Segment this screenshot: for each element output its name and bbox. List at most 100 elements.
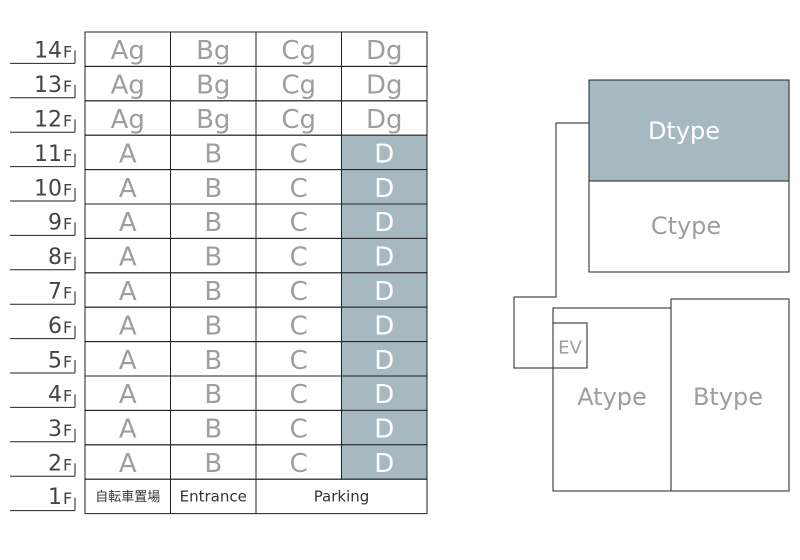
floor-label-5: 5 — [48, 348, 62, 373]
plan-btype-outline — [670, 298, 790, 492]
plan-dtype-label: Dtype — [648, 117, 720, 145]
unit-label-2-0: A — [119, 449, 137, 479]
floor-suffix: F — [63, 387, 72, 406]
floor-label-11: 11 — [34, 142, 62, 167]
unit-label-9-0: A — [119, 208, 137, 238]
floor-label-14: 14 — [34, 39, 62, 64]
floor-suffix: F — [63, 43, 72, 62]
floor-label-12: 12 — [34, 108, 62, 133]
unit-label-8-1: B — [204, 243, 222, 273]
unit-label-3-1: B — [204, 415, 222, 445]
unit-label-14-1: Bg — [196, 36, 230, 66]
floor-suffix: F — [63, 146, 72, 165]
floor-label-2: 2 — [48, 452, 62, 477]
unit-label-13-3: Dg — [366, 71, 403, 101]
unit-label-2-3: D — [374, 449, 394, 479]
floor-label-1: 1 — [48, 485, 62, 510]
floor-plan: Dtype Ctype Atype Btype EV — [513, 79, 790, 492]
floor-label-7: 7 — [48, 280, 62, 305]
unit-cell-highlight — [341, 204, 427, 239]
plan-ev-label: EV — [558, 338, 582, 359]
plan-ctype-label: Ctype — [651, 212, 721, 240]
unit-label-10-0: A — [119, 174, 137, 204]
unit-label-7-2: C — [290, 277, 308, 307]
floor-suffix: F — [63, 215, 72, 234]
unit-label-2-2: C — [290, 449, 308, 479]
plan-corridor-outline — [513, 122, 589, 369]
unit-cell-highlight — [341, 307, 427, 342]
floor-suffix: F — [63, 352, 72, 371]
unit-label-4-1: B — [204, 380, 222, 410]
ground-cell-parking — [255, 478, 428, 515]
unit-label-3-0: A — [119, 415, 137, 445]
unit-label-3-2: C — [290, 415, 308, 445]
unit-label-9-1: B — [204, 208, 222, 238]
unit-label-10-3: D — [374, 174, 394, 204]
parking-label: Parking — [314, 487, 370, 505]
unit-label-11-2: C — [290, 139, 308, 169]
unit-cell-highlight — [341, 238, 427, 273]
unit-label-7-1: B — [204, 277, 222, 307]
floor-label-9: 9 — [48, 211, 62, 236]
floor-suffix: F — [63, 421, 72, 440]
unit-label-12-3: Dg — [366, 105, 403, 135]
floor-suffix: F — [63, 77, 72, 96]
unit-cell-highlight — [341, 410, 427, 445]
unit-label-4-2: C — [290, 380, 308, 410]
unit-cell-highlight — [341, 135, 427, 170]
unit-label-6-1: B — [204, 311, 222, 341]
entrance-label: Entrance — [180, 487, 247, 505]
bicycle-parking-label: 自転車置場 — [95, 490, 160, 505]
floor-label-8: 8 — [48, 245, 62, 270]
unit-label-14-3: Dg — [366, 36, 403, 66]
unit-label-3-3: D — [374, 415, 394, 445]
plan-dtype-fill — [589, 80, 789, 181]
unit-label-12-1: Bg — [196, 105, 230, 135]
unit-label-13-0: Ag — [111, 71, 145, 101]
unit-label-14-0: Ag — [111, 36, 145, 66]
unit-label-5-3: D — [374, 346, 394, 376]
floor-suffix: F — [63, 180, 72, 199]
floor-label-3: 3 — [48, 417, 62, 442]
unit-label-6-0: A — [119, 311, 137, 341]
floor-suffix: F — [63, 112, 72, 131]
unit-label-4-3: D — [374, 380, 394, 410]
unit-cell-highlight — [341, 169, 427, 204]
unit-label-4-0: A — [119, 380, 137, 410]
unit-label-14-2: Cg — [281, 36, 316, 66]
unit-label-6-3: D — [374, 311, 394, 341]
floor-label-10: 10 — [34, 176, 62, 201]
floor-suffix: F — [63, 318, 72, 337]
floor-label-4: 4 — [48, 383, 62, 408]
unit-label-7-3: D — [374, 277, 394, 307]
unit-label-11-0: A — [119, 139, 137, 169]
unit-label-9-2: C — [290, 208, 308, 238]
unit-label-8-3: D — [374, 243, 394, 273]
unit-label-5-0: A — [119, 346, 137, 376]
unit-label-5-1: B — [204, 346, 222, 376]
floor-suffix: F — [63, 284, 72, 303]
unit-cell-highlight — [341, 341, 427, 376]
unit-label-12-0: Ag — [111, 105, 145, 135]
plan-ctype-outline — [588, 180, 790, 273]
unit-label-7-0: A — [119, 277, 137, 307]
unit-label-8-0: A — [119, 243, 137, 273]
unit-label-11-3: D — [374, 139, 394, 169]
unit-label-9-3: D — [374, 208, 394, 238]
unit-cell-highlight — [341, 444, 427, 480]
unit-cell-highlight — [341, 272, 427, 308]
plan-atype-label: Atype — [577, 383, 647, 411]
unit-label-10-2: C — [290, 174, 308, 204]
floor-suffix: F — [63, 249, 72, 268]
floor-label-6: 6 — [48, 314, 62, 339]
unit-label-11-1: B — [204, 139, 222, 169]
unit-label-2-1: B — [204, 449, 222, 479]
unit-label-12-2: Cg — [281, 105, 316, 135]
unit-label-8-2: C — [290, 243, 308, 273]
unit-label-13-1: Bg — [196, 71, 230, 101]
unit-cell-highlight — [341, 376, 427, 411]
unit-label-6-2: C — [290, 311, 308, 341]
plan-btype-label: Btype — [693, 383, 763, 411]
